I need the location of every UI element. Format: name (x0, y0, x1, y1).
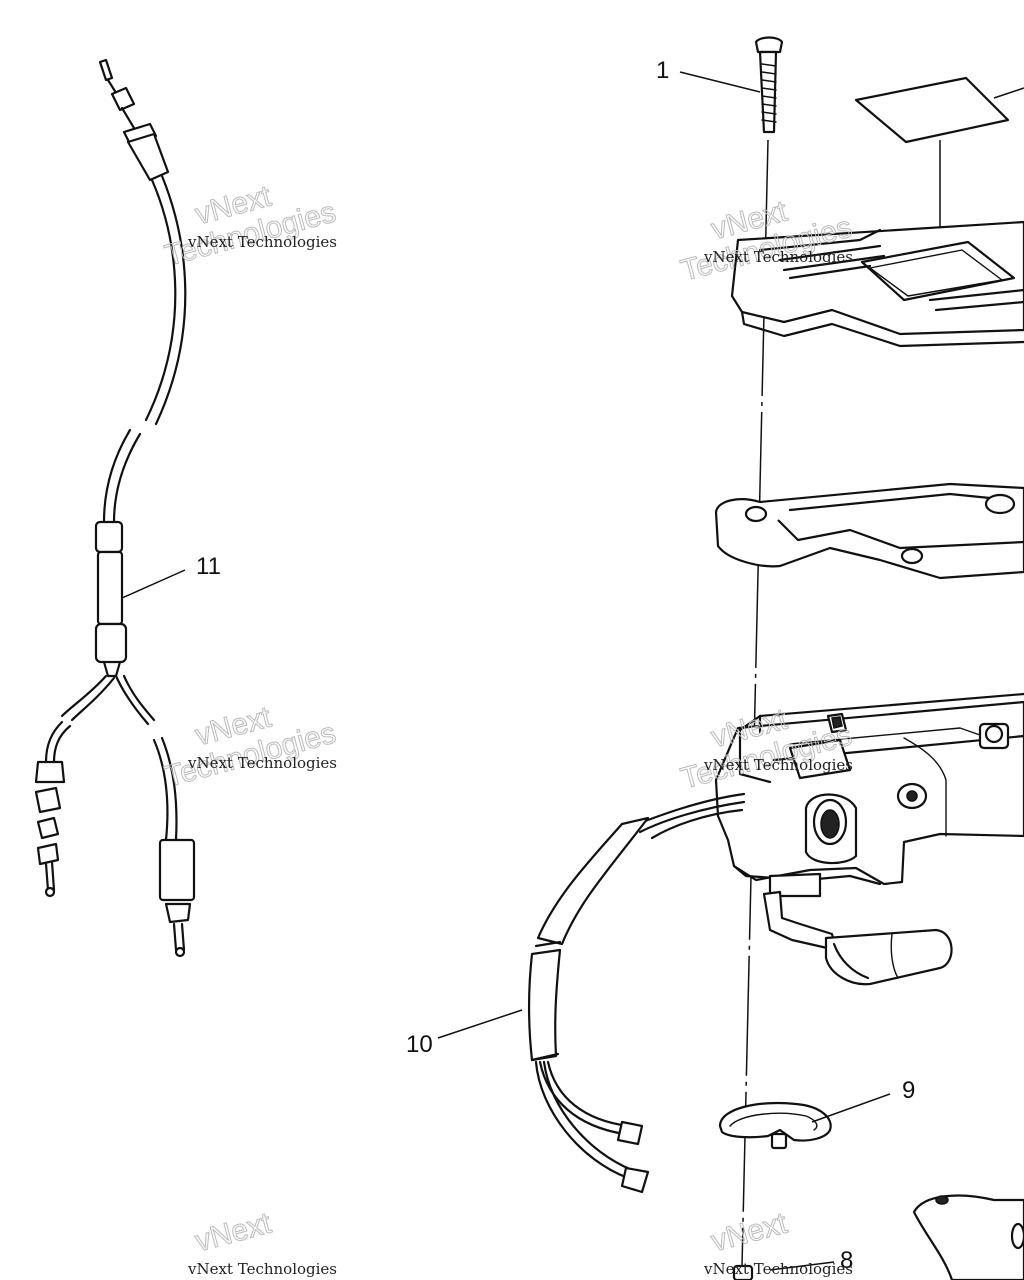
top-cover-part (730, 220, 1024, 348)
callout-1: 1 (656, 57, 761, 93)
svg-text:vNext: vNext (708, 1207, 791, 1259)
callout-9: 9 (811, 1077, 915, 1123)
svg-text:vNext Technologies: vNext Technologies (187, 754, 337, 772)
svg-text:9: 9 (902, 1077, 915, 1104)
watermark-1: vNext Technologies vNext Technologies (161, 179, 340, 273)
watermark-6: vNext vNext Technologies (703, 1206, 853, 1278)
assembly-axis (741, 139, 769, 1267)
clip-part-9 (718, 1101, 832, 1150)
clamp-part (912, 1194, 1024, 1280)
svg-text:vNext: vNext (192, 1207, 275, 1259)
svg-text:vNext Technologies: vNext Technologies (703, 248, 853, 266)
svg-text:vNext Technologies: vNext Technologies (703, 1260, 853, 1278)
svg-text:vNext Technologies: vNext Technologies (187, 1260, 337, 1278)
wire-harness-part-10 (527, 792, 746, 1194)
svg-text:8: 8 (840, 1247, 853, 1274)
svg-text:vNext Technologies: vNext Technologies (187, 233, 337, 251)
watermark-5: vNext vNext Technologies (187, 1206, 337, 1278)
gasket-part (714, 482, 1024, 580)
callout-11: 11 (121, 553, 221, 599)
svg-text:11: 11 (196, 553, 221, 580)
watermark-3: vNext Technologies vNext Technologies (161, 700, 340, 794)
svg-text:vNext Technologies: vNext Technologies (703, 756, 853, 774)
throttle-housing-part (714, 692, 1024, 986)
screw-part-1 (754, 36, 784, 134)
callout-10: 10 (406, 1009, 523, 1058)
cable-assembly-11 (34, 58, 196, 958)
svg-text:10: 10 (406, 1031, 433, 1058)
fastener-part-8: 8 (732, 1247, 853, 1280)
svg-text:1: 1 (656, 57, 669, 84)
